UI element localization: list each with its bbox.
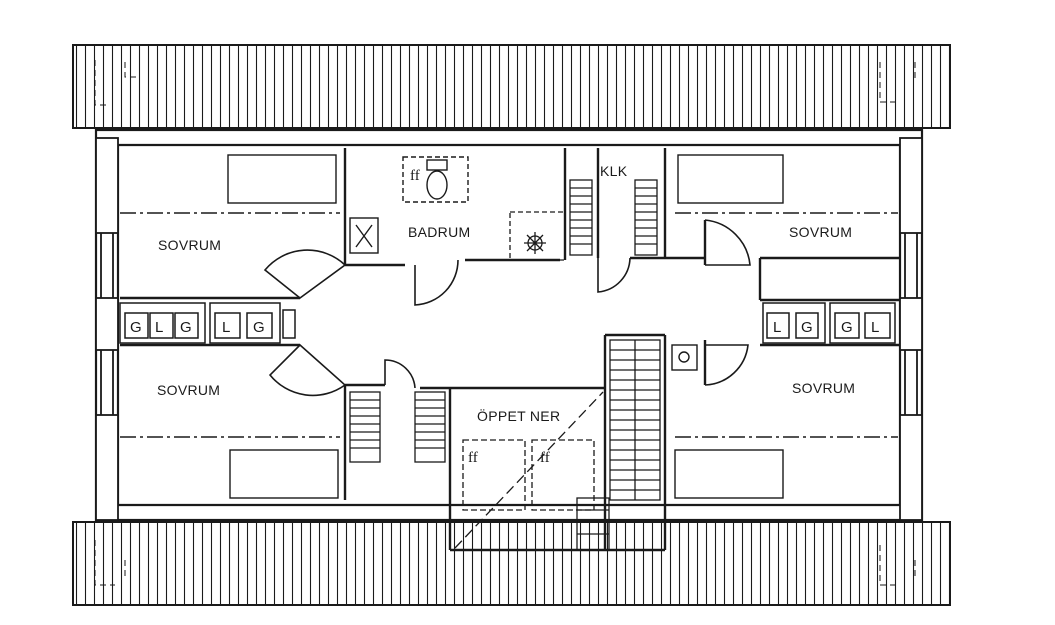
wardrobes	[119, 302, 896, 344]
room-label-badrum: BADRUM	[408, 224, 471, 240]
room-label-klk: KLK	[600, 163, 628, 179]
roof-top	[72, 44, 951, 129]
fixture-mark: ff	[410, 168, 420, 184]
wardrobe-mark: L	[871, 319, 879, 336]
chimney-icon	[671, 344, 698, 371]
sink-icon	[349, 217, 379, 254]
wardrobe-mark: G	[841, 319, 853, 336]
open-below-area	[454, 391, 604, 549]
fixture-mark: ff	[540, 450, 550, 466]
floor-drain-icon	[509, 211, 566, 261]
room-label-sovrum-bottom-left: SOVRUM	[157, 382, 221, 398]
attic-steps	[349, 179, 658, 463]
wardrobe-mark: G	[253, 319, 265, 336]
fixture-mark: ff	[468, 450, 478, 466]
wardrobe-mark: L	[773, 319, 781, 336]
wardrobe-mark: G	[180, 319, 192, 336]
wardrobe-mark: L	[222, 319, 230, 336]
outer-walls	[94, 128, 924, 522]
wardrobe-mark: G	[130, 319, 142, 336]
door-swings	[263, 219, 751, 397]
staircase	[576, 339, 661, 551]
roof-bottom	[72, 521, 951, 606]
knee-walls	[120, 154, 898, 499]
room-label-sovrum-top-left: SOVRUM	[158, 237, 222, 253]
room-label-oppet-ner: ÖPPET NER	[477, 408, 561, 424]
wardrobe-mark: G	[801, 319, 813, 336]
room-label-sovrum-bottom-right: SOVRUM	[792, 380, 856, 396]
room-label-sovrum-top-right: SOVRUM	[789, 224, 853, 240]
toilet-icon	[402, 156, 469, 203]
gable-pillars	[95, 137, 923, 521]
wardrobe-letters: G L G L G L G G L	[130, 319, 879, 336]
wardrobe-mark: L	[155, 319, 163, 336]
